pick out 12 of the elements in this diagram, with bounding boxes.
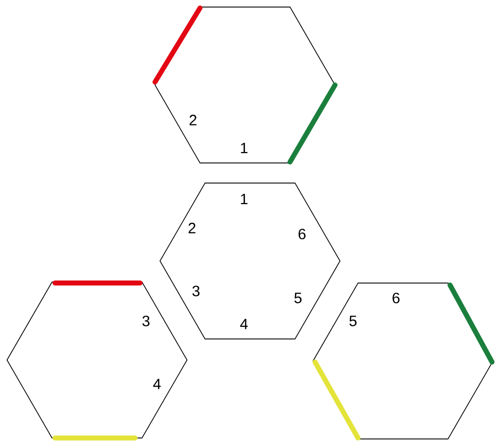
side-number: 6 bbox=[392, 292, 400, 304]
side-number: 5 bbox=[294, 292, 302, 304]
side-number: 2 bbox=[188, 222, 196, 234]
side-number: 1 bbox=[240, 194, 248, 204]
side-number: 2 bbox=[190, 114, 196, 126]
side-number: 4 bbox=[240, 318, 248, 330]
side-number: 4 bbox=[153, 378, 161, 390]
side-number: 3 bbox=[142, 316, 150, 326]
side-number: 3 bbox=[192, 286, 200, 296]
side-number: 6 bbox=[298, 228, 306, 240]
side-number: 1 bbox=[240, 142, 248, 154]
side-number: 5 bbox=[349, 316, 357, 326]
